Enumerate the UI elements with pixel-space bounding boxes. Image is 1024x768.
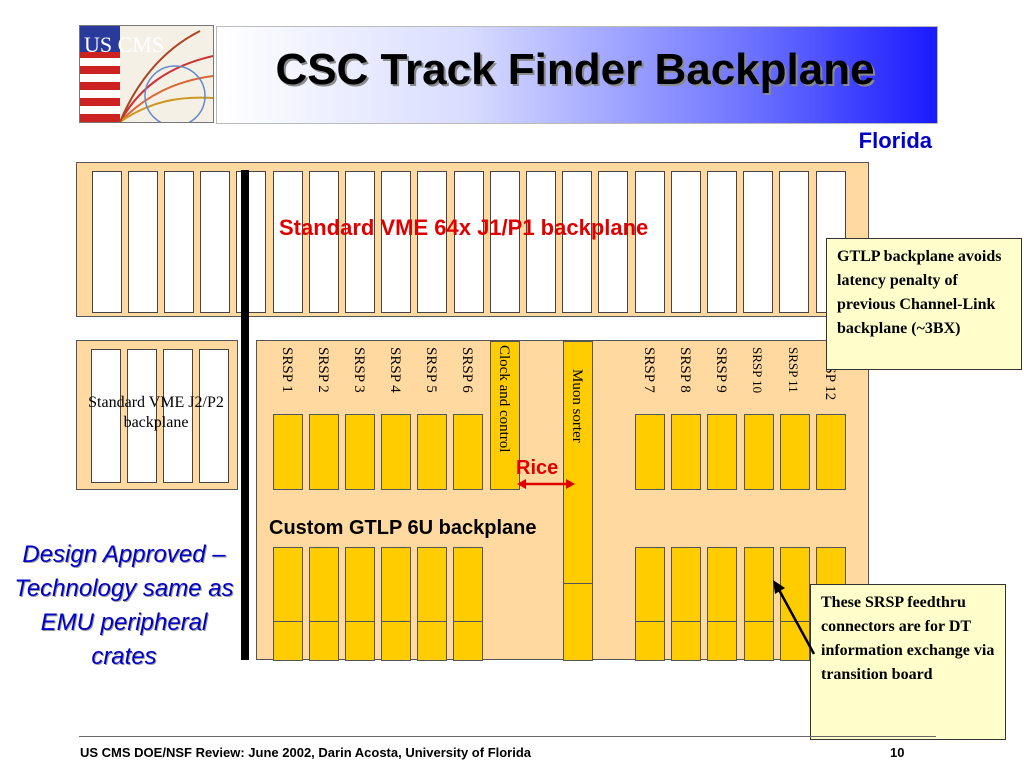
vme-slot: [417, 171, 447, 313]
vme-slot: [635, 171, 665, 313]
srsp-connector: [780, 414, 810, 490]
vme-slot: [200, 171, 230, 313]
title-banner: CSC Track Finder Backplane: [216, 26, 938, 124]
srsp-label: SRSP 7: [641, 347, 657, 393]
gtlp-backplane: SRSP 1 SRSP 2 SRSP 3 SRSP 4 SRSP 5 SRSP …: [256, 340, 869, 661]
srsp-feedthru: [707, 547, 737, 623]
crate-divider-bar: [241, 170, 249, 660]
vme-slot: [128, 171, 158, 313]
srsp-label: SRSP 6: [459, 347, 475, 393]
logo-text: US CMS: [84, 32, 165, 57]
srsp-connector: [381, 414, 411, 490]
srsp-feedthru: [707, 621, 737, 661]
vme-j2-backplane: Standard VME J2/P2 backplane: [76, 340, 238, 490]
vme-slot: [779, 171, 809, 313]
srsp-feedthru: [345, 547, 375, 623]
vme-slot: [309, 171, 339, 313]
srsp-connector: [707, 414, 737, 490]
srsp-feedthru: [417, 547, 447, 623]
note-gtlp: GTLP backplane avoids latency penalty of…: [826, 238, 1022, 370]
vme-slot: [273, 171, 303, 313]
srsp-feedthru: [635, 547, 665, 623]
srsp-feedthru: [744, 621, 774, 661]
note-arrow: [773, 580, 816, 655]
srsp-feedthru: [381, 621, 411, 661]
srsp-label: SRSP 3: [351, 347, 367, 393]
srsp-feedthru: [381, 547, 411, 623]
srsp-feedthru: [744, 547, 774, 623]
srsp-feedthru: [780, 621, 810, 661]
srsp-connector: [273, 414, 303, 490]
clock-control-connector: [490, 341, 520, 490]
muon-sorter-connector: [563, 341, 593, 585]
clock-control-label: Clock and control: [496, 345, 512, 453]
vme-j2-slot: [91, 349, 121, 483]
srsp-label: SRSP 5: [423, 347, 439, 393]
srsp-feedthru: [671, 547, 701, 623]
vme-j1-backplane: Standard VME 64x J1/P1 backplane: [76, 162, 869, 317]
srsp-connector: [453, 414, 483, 490]
srsp-feedthru: [453, 621, 483, 661]
subtitle-florida: Florida: [858, 128, 932, 153]
muon-sorter-lower: [563, 583, 593, 661]
vme-slot: [671, 171, 701, 313]
srsp-feedthru: [273, 621, 303, 661]
srsp-label: SRSP 10: [750, 347, 765, 394]
vme-slot: [92, 171, 122, 313]
vme-slot: [526, 171, 556, 313]
gtlp-label: Custom GTLP 6U backplane: [269, 517, 537, 539]
rice-arrow: [517, 479, 575, 489]
srsp-feedthru: [453, 547, 483, 623]
slide-title: CSC Track Finder Backplane: [275, 45, 875, 94]
srsp-connector: [635, 414, 665, 490]
srsp-feedthru: [345, 621, 375, 661]
srsp-feedthru: [273, 547, 303, 623]
vme-j2-slot: [127, 349, 157, 483]
vme-slot: [381, 171, 411, 313]
srsp-feedthru: [780, 547, 810, 623]
srsp-feedthru: [635, 621, 665, 661]
srsp-connector: [816, 414, 846, 490]
vme-j2-slot: [199, 349, 229, 483]
vme-slot: [454, 171, 484, 313]
srsp-label: SRSP 8: [677, 347, 693, 393]
srsp-label: SRSP 4: [387, 347, 403, 393]
srsp-feedthru: [309, 547, 339, 623]
note-srsp: These SRSP feedthru connectors are for D…: [810, 584, 1006, 740]
vme-slot: [164, 171, 194, 313]
vme-slot: [743, 171, 773, 313]
vme-j2-slot: [163, 349, 193, 483]
srsp-feedthru: [309, 621, 339, 661]
srsp-feedthru: [417, 621, 447, 661]
srsp-label: SRSP 9: [713, 347, 729, 393]
vme-slot: [598, 171, 628, 313]
srsp-feedthru: [671, 621, 701, 661]
vme-slot: [562, 171, 592, 313]
srsp-label: SRSP 2: [315, 347, 331, 393]
srsp-connector: [671, 414, 701, 490]
vme-j2-label: Standard VME J2/P2 backplane: [88, 394, 224, 431]
design-approved-text: Design Approved – Technology same as EMU…: [14, 541, 234, 670]
muon-sorter-label: Muon sorter: [569, 369, 585, 443]
srsp-connector: [345, 414, 375, 490]
page-number: 10: [890, 745, 905, 760]
footer-rule: [79, 736, 936, 737]
srsp-connector: [309, 414, 339, 490]
vme-slot: [490, 171, 520, 313]
srsp-label: SRSP 11: [786, 347, 801, 393]
vme-slot: [345, 171, 375, 313]
srsp-label: SRSP 1: [279, 347, 295, 393]
vme-slot: [707, 171, 737, 313]
rice-label: Rice: [516, 457, 559, 479]
srsp-connector: [744, 414, 774, 490]
vme-j1-label: Standard VME 64x J1/P1 backplane: [279, 215, 649, 240]
srsp-connector: [417, 414, 447, 490]
footer-text: US CMS DOE/NSF Review: June 2002, Darin …: [80, 745, 532, 760]
us-cms-logo: US CMS: [79, 25, 214, 123]
